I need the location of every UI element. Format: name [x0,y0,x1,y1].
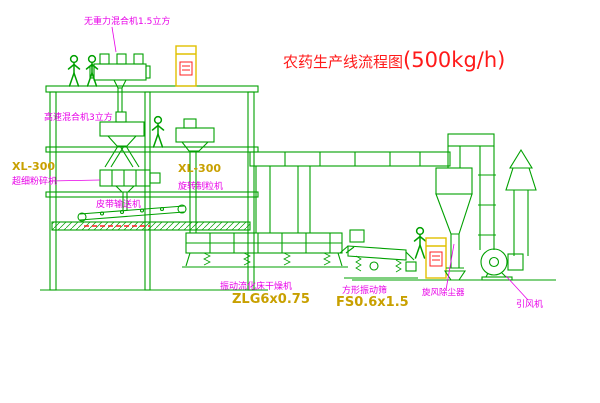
gravity-mixer [89,53,151,112]
exhaust-stack [505,148,537,256]
label-granulator: 旋转制粒机 [178,180,223,192]
label-pulverizer: 超细粉碎机 [12,175,57,187]
diagram-title: 农药生产线流程图(500kg/h) [283,48,505,72]
belt-conveyor [77,204,187,222]
worker-figure [67,54,81,87]
vibrating-screen [339,229,418,279]
label-fluid-bed-dryer: 振动流化床干燥机 [220,280,292,292]
exhaust-duct [249,151,451,233]
worker-figure [413,226,427,259]
label-pulverizer-model: XL-300 [12,160,55,173]
label-granulator-model: XL-300 [178,162,221,175]
fluid-bed-dryer [182,232,348,268]
label-fluid-bed-dryer-model: ZLG6x0.75 [232,292,310,307]
induced-draft-fan [480,248,524,281]
label-cyclone: 旋风除尘器 [422,287,465,298]
label-vibrating-screen: 方形振动筛 [342,284,387,296]
label-gravity-mixer: 无重力混合机1.5立方 [84,15,170,27]
pulverizer [99,169,161,210]
granulator [175,118,215,233]
high-speed-mixer [99,111,145,168]
worker-figure [151,115,165,148]
building-frame [40,85,268,291]
cyclone-separator [435,133,496,281]
hatched-floor-slab [51,221,251,231]
label-belt-conveyor: 皮带输送机 [96,198,141,210]
label-induced-draft-fan: 引风机 [516,298,543,310]
label-high-speed-mixer: 高速混合机3立方 [44,111,113,123]
label-vibrating-screen-model: FS0.6x1.5 [336,295,409,310]
control-cabinet [175,45,197,87]
control-cabinet [425,237,447,279]
worker-figure [85,54,99,87]
leader-lines [49,26,529,301]
